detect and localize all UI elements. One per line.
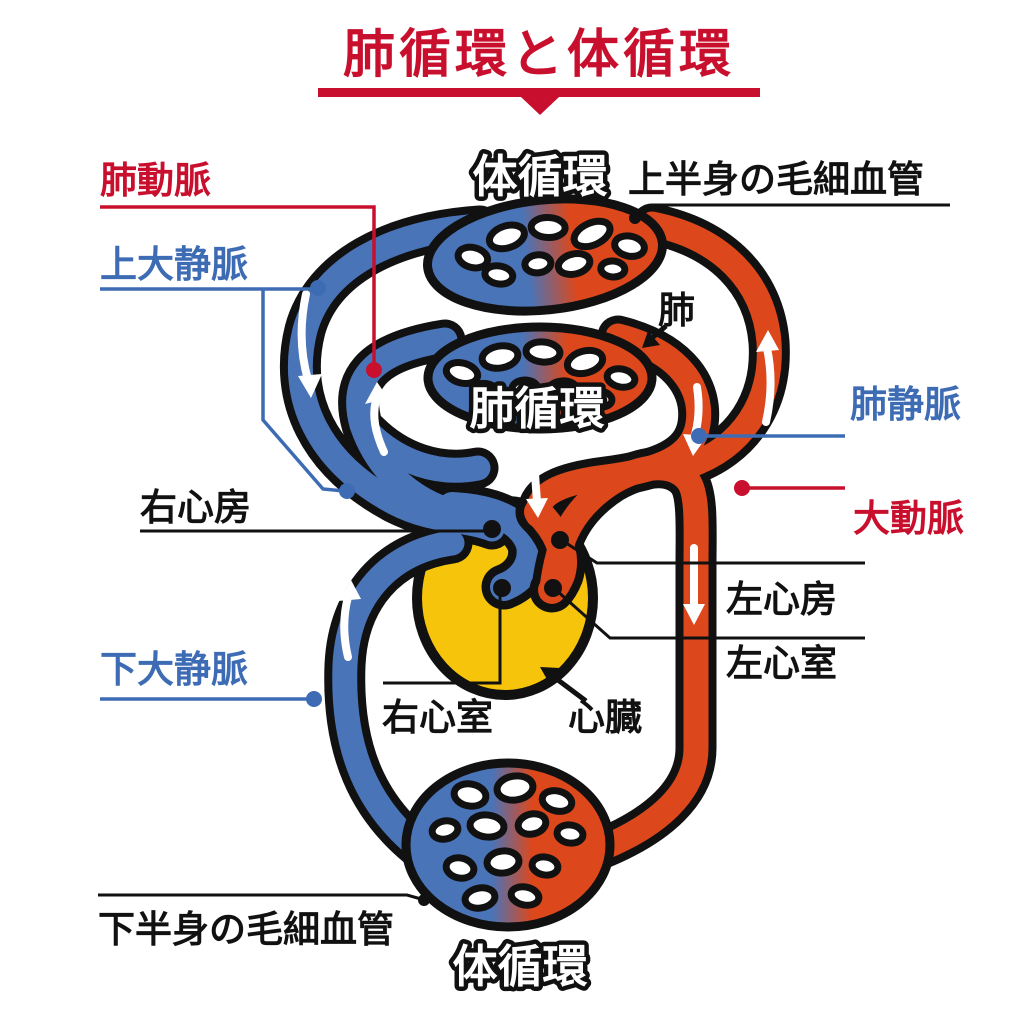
flow-arrow-into-left-atrium: [530, 456, 541, 506]
label-pulmonary-circulation: 肺循環: [469, 383, 604, 434]
left-atrium-dot: [551, 531, 569, 549]
diagram-labels: 肺動脈 上大静脈 体循環 上半身の毛細血管 肺 肺循環 肺静脈 大動脈 右心房 …: [98, 147, 964, 997]
right-atrium-dot: [483, 520, 501, 538]
label-lower-body-capillaries: 下半身の毛細血管: [98, 909, 394, 950]
label-right-ventricle: 右心室: [382, 696, 493, 738]
lower-capillaries-leader: [98, 893, 422, 901]
flow-arrow-pa-up: [370, 396, 388, 456]
lung-arrow: [650, 324, 668, 340]
heart-arrow: [552, 675, 588, 703]
label-systemic-circulation-top: 体循環: [472, 151, 607, 202]
heart-chamber-dots: [483, 520, 569, 597]
title-block: 肺循環と体循環: [318, 26, 760, 115]
right-heart-vessel: [438, 492, 545, 601]
label-lung: 肺: [658, 290, 695, 331]
label-left-atrium: 左心房: [726, 579, 837, 620]
title-pointer-triangle: [521, 97, 559, 115]
superior-vena-cava-leader-branch: [261, 289, 345, 493]
flow-arrow-aorta-asc-up: [762, 344, 775, 426]
flow-arrow-ivc-up: [340, 593, 352, 661]
pulmonary-artery-leader: [100, 205, 376, 366]
label-systemic-circulation-bottom: 体循環: [452, 941, 587, 992]
leader-lines: [98, 203, 950, 906]
red-vessels: [524, 211, 782, 863]
label-superior-vena-cava: 上大静脈: [100, 244, 248, 285]
label-pulmonary-vein: 肺静脈: [850, 384, 961, 425]
left-ventricle-leader: [555, 588, 865, 640]
label-left-ventricle: 左心室: [726, 642, 837, 684]
label-right-atrium: 右心房: [140, 487, 251, 528]
descending-aorta-vessel: [539, 455, 709, 863]
label-aorta: 大動脈: [853, 498, 964, 539]
left-atrium-leader: [562, 539, 865, 565]
label-inferior-vena-cava: 下大静脈: [100, 649, 248, 690]
right-ventricle-leader: [383, 592, 502, 685]
lung-capillary-bed: [423, 322, 657, 434]
page-title: 肺循環と体循環: [343, 26, 735, 84]
lower-body-capillary-bed: [401, 758, 615, 932]
upper-body-capillary-bed: [423, 194, 667, 316]
upper-capillaries-leader: [636, 203, 950, 218]
title-underline: [318, 88, 760, 97]
right-ventricle-dot: [493, 579, 511, 597]
label-heart: 心臓: [568, 697, 642, 738]
label-upper-body-capillaries: 上半身の毛細血管: [628, 159, 924, 200]
flow-arrow-svc-down: [297, 290, 312, 384]
inferior-vena-cava-vessel: [332, 530, 465, 875]
label-pulmonary-artery: 肺動脈: [100, 160, 211, 201]
pulmonary-vein-vessel: [525, 323, 712, 528]
